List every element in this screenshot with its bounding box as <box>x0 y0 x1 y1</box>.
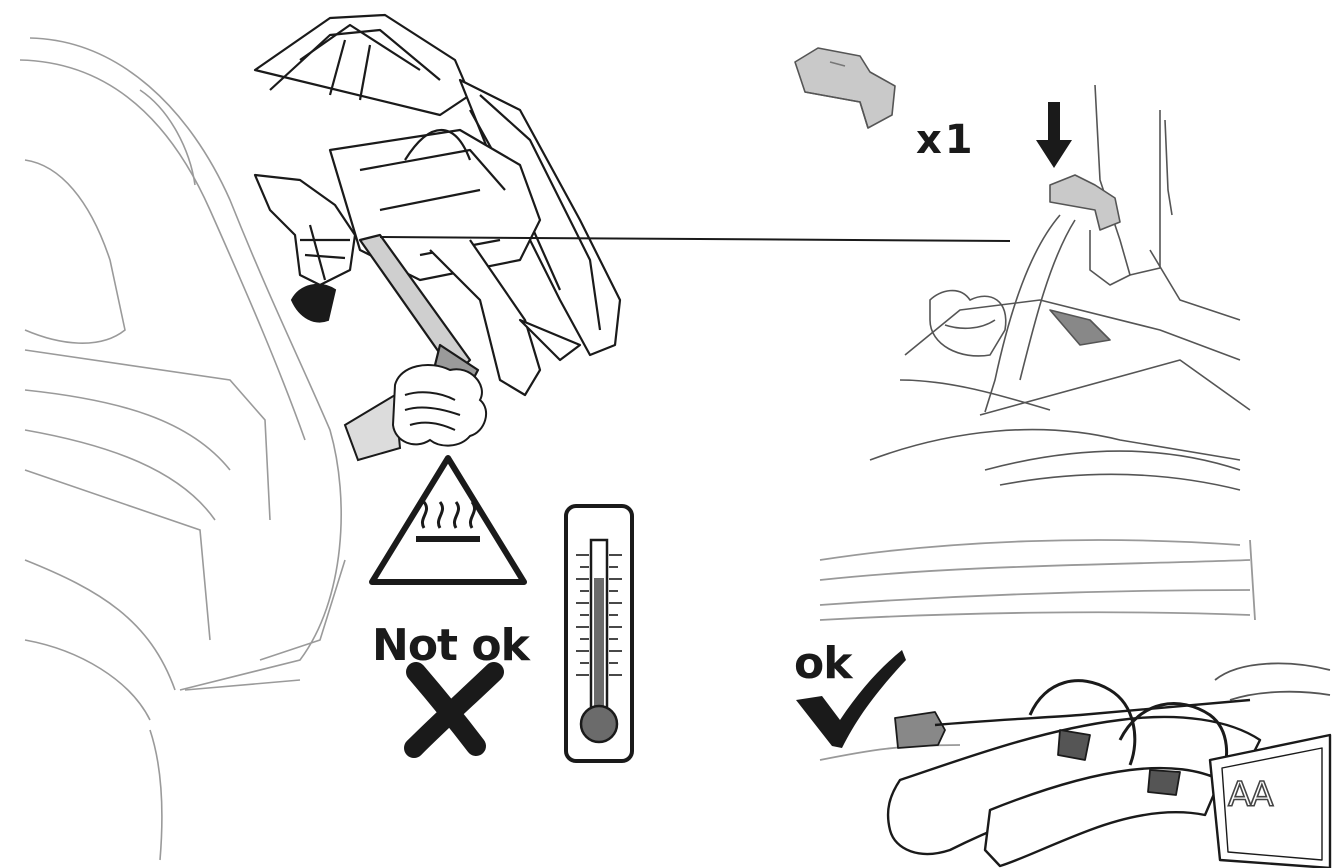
leader-line <box>379 236 1011 242</box>
quantity-label: x1 <box>916 117 976 163</box>
hot-surface-warning-icon <box>369 455 527 585</box>
check-mark-icon <box>796 650 906 748</box>
hand-drawing <box>343 364 488 462</box>
bike-carrier-drawing <box>253 13 622 397</box>
folded-carrier-drawing <box>819 539 1332 868</box>
tow-bar-drawing <box>290 283 337 323</box>
mounting-detail-drawing <box>869 84 1251 491</box>
thermometer-icon <box>564 504 634 763</box>
cross-mark-icon <box>404 662 504 758</box>
license-plate-text: AA <box>1227 775 1274 815</box>
not-ok-label: Not ok <box>372 620 530 671</box>
ok-label: ok <box>794 638 852 689</box>
spacer-block-part <box>794 47 896 129</box>
car-rear-drawing <box>19 37 346 861</box>
arrow-down-icon <box>1036 102 1072 168</box>
